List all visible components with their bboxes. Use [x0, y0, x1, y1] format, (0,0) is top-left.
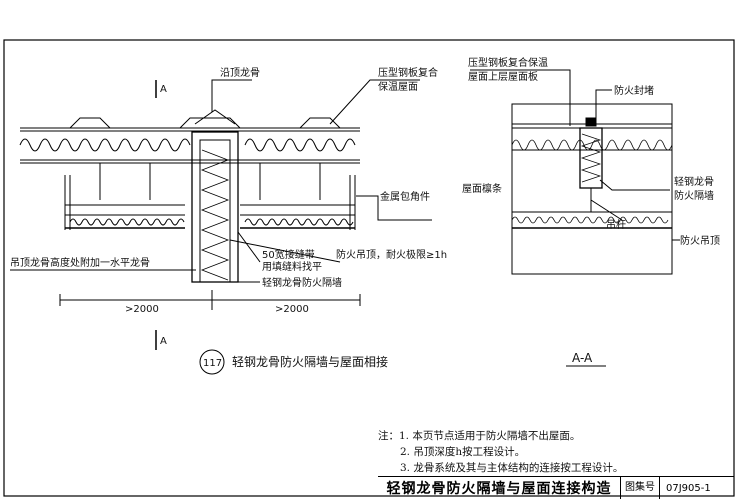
section-aa-drawing: [470, 69, 680, 367]
detail-117-drawing: [10, 79, 432, 375]
sheet-title: 轻钢龙骨防火隔墙与屋面连接构造: [386, 481, 612, 497]
label-metal-angle: 金属包角件: [380, 190, 430, 203]
label-top-track: 沿顶龙骨: [220, 66, 260, 79]
label-roof-panel-2: 保温屋面: [378, 80, 418, 93]
aa-section-title: A-A: [572, 351, 593, 365]
label-hang-keel: 吊顶龙骨高度处附加一水平龙骨: [10, 256, 150, 269]
aa-label-roof-2: 屋面上层屋面板: [468, 70, 538, 83]
label-steel-wall: 轻钢龙骨防火隔墙: [262, 276, 342, 289]
note-2: 2. 吊顶深度h按工程设计。: [400, 446, 526, 458]
note-1: 注：1. 本页节点适用于防火隔墙不出屋面。: [378, 430, 581, 442]
dim-left: >2000: [125, 304, 159, 315]
sheet-border: [3, 39, 735, 497]
atlas-label: 图集号: [620, 477, 660, 499]
title-block: 轻钢龙骨防火隔墙与屋面连接构造 图集号 07J905-1: [378, 476, 734, 499]
section-mark-a-bottom: A: [160, 336, 167, 347]
detail-title: 轻钢龙骨防火隔墙与屋面相接: [232, 354, 388, 369]
label-roof-panel-1: 压型钢板复合: [378, 66, 438, 79]
section-mark-a-top: A: [160, 84, 167, 95]
detail-number: 117: [203, 358, 222, 369]
aa-label-wall-1: 轻钢龙骨: [674, 175, 714, 188]
diagram-labels: A A 沿顶龙骨 压型钢板复合 保温屋面 金属包角件 50宽接缝带 用填缝料找平…: [10, 56, 720, 369]
aa-label-roof-1: 压型钢板复合保温: [468, 56, 548, 69]
aa-label-wall-2: 防火隔墙: [674, 189, 714, 202]
aa-label-purlin: 屋面檩条: [462, 182, 502, 195]
label-fire-ceiling: 防火吊顶，耐火极限≥1h: [336, 248, 447, 261]
aa-label-seal: 防火封堵: [614, 84, 654, 97]
atlas-number: 07J905-1: [666, 482, 711, 494]
note-3: 3. 龙骨系统及其与主体结构的连接按工程设计。: [400, 462, 624, 474]
aa-label-ceiling: 防火吊顶: [680, 234, 720, 247]
aa-label-rod: 吊杆: [606, 219, 626, 231]
label-tape-2: 用填缝料找平: [262, 260, 322, 273]
label-tape-1: 50宽接缝带: [262, 248, 315, 261]
dim-right: >2000: [275, 304, 309, 315]
